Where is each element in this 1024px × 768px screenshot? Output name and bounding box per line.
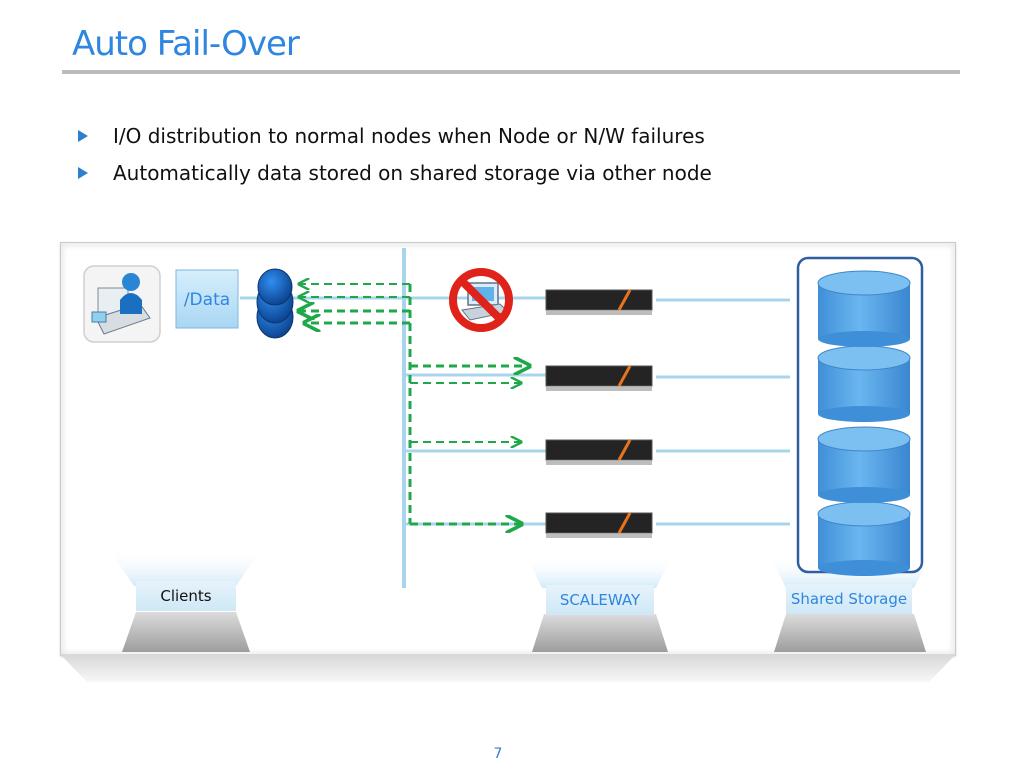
server-node-3: [545, 439, 653, 465]
clients-label: Clients: [136, 581, 236, 611]
bullet-text: I/O distribution to normal nodes when No…: [113, 124, 705, 148]
cluster-label: SCALEWAY: [546, 585, 654, 615]
client-computer-icon: [83, 265, 161, 343]
storage-disk-4: [817, 501, 911, 576]
storage-disk-2: [817, 345, 911, 422]
clients-light-beam: [108, 548, 262, 586]
storage-disk-1: [817, 270, 911, 347]
clients-pedestal: [122, 612, 250, 652]
triangle-bullet-icon: [78, 167, 88, 179]
cluster-pedestal: [532, 614, 668, 652]
failover-return-arrows: [300, 284, 410, 323]
storage-disk-3: [817, 426, 911, 503]
title-divider: [62, 70, 960, 74]
shared-storage-label: Shared Storage: [786, 584, 912, 614]
triangle-bullet-icon: [78, 130, 88, 142]
cluster-light-beam: [526, 556, 672, 588]
page-number: 7: [493, 746, 503, 762]
fault-prohibited-icon: [449, 268, 513, 332]
database-icon: [256, 268, 294, 339]
data-volume-label: /Data: [184, 290, 230, 310]
data-volume: /Data: [175, 269, 239, 329]
bullet-text: Automatically data stored on shared stor…: [113, 161, 712, 185]
server-node-4: [545, 512, 653, 538]
server-node-1: [545, 289, 653, 315]
storage-pedestal: [774, 614, 926, 652]
failover-redistribution-arrows: [408, 284, 528, 524]
diagram-floor-reflection: [60, 654, 956, 682]
slide-title: Auto Fail-Over: [72, 24, 300, 64]
server-node-2: [545, 365, 653, 391]
